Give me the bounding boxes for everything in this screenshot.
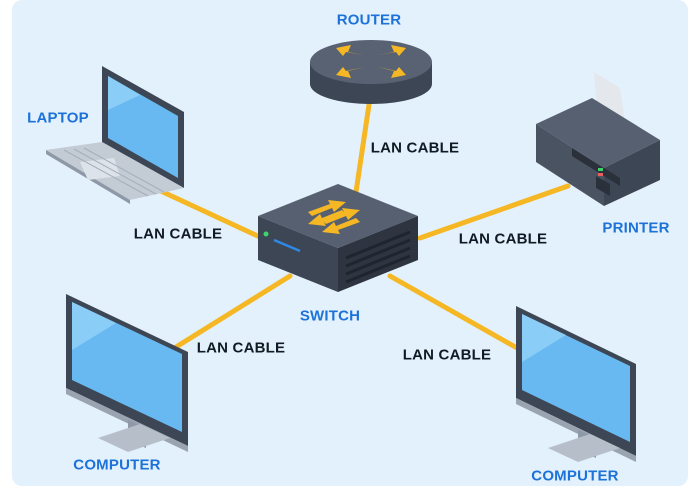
router-icon[interactable] [310,40,432,104]
printer-icon[interactable] [536,72,660,206]
cable-label-printer: LAN CABLE [458,230,548,248]
cable-router [353,95,373,195]
printer-label: PRINTER [602,219,670,237]
cable-printer [417,183,571,241]
computer-right-label: COMPUTER [531,467,619,485]
cable-computer-left [165,273,293,355]
cable-label-router: LAN CABLE [370,139,460,157]
cable-computer-right [387,273,527,355]
computer-right-icon[interactable] [516,306,636,462]
laptop-label: LAPTOP [27,109,89,127]
switch-icon[interactable] [258,184,418,292]
laptop-icon[interactable] [46,66,184,204]
router-label: ROUTER [336,11,402,29]
cable-laptop [147,183,265,241]
cables [147,95,571,355]
computer-left-label: COMPUTER [73,456,161,474]
cable-label-computer-right: LAN CABLE [402,346,492,364]
switch-label: SWITCH [299,307,361,325]
cable-label-computer-left: LAN CABLE [196,339,286,357]
computer-left-icon[interactable] [66,294,188,452]
cable-label-laptop: LAN CABLE [133,225,223,243]
